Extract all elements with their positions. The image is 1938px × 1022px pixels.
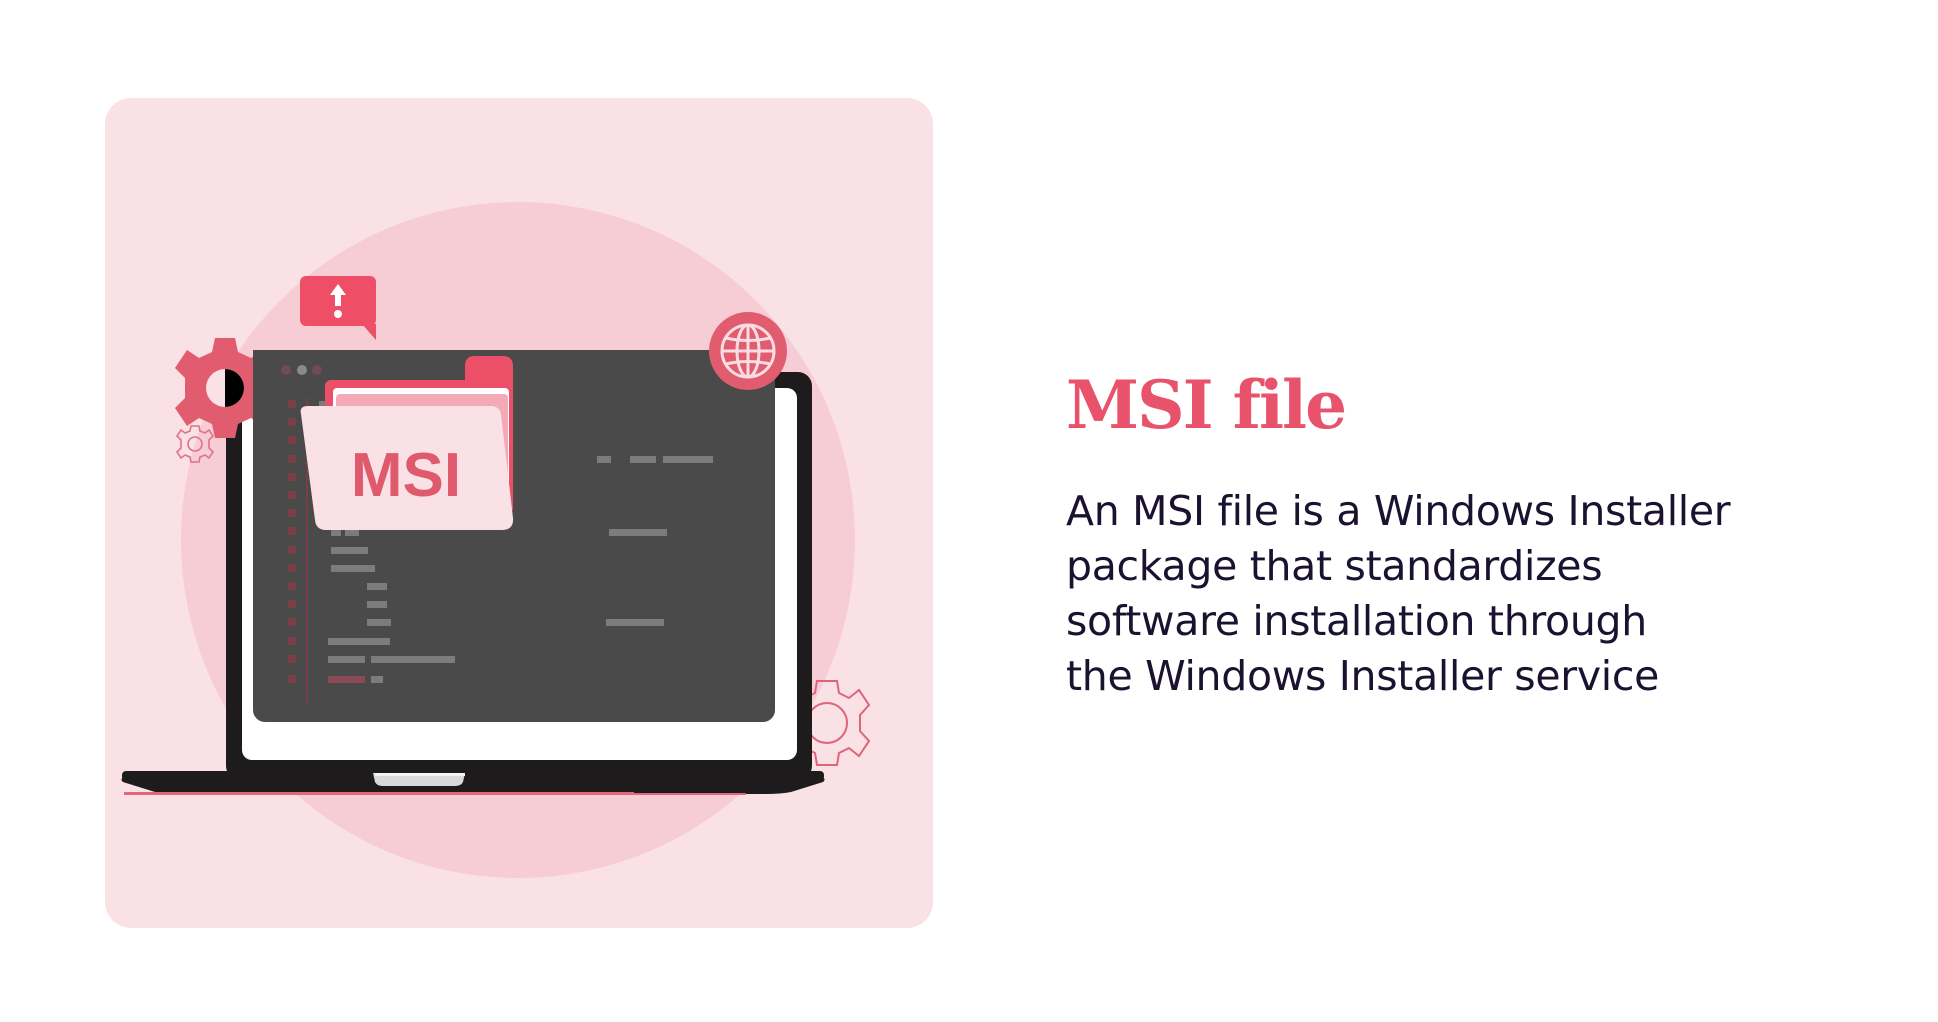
upload-alert-bubble-icon: [300, 276, 376, 340]
small-gear-outline-icon: [175, 425, 215, 463]
folder-icon: MSI: [300, 356, 514, 530]
description-text: An MSI file is a Windows Installer packa…: [1066, 484, 1886, 704]
folder-label: MSI: [351, 441, 461, 510]
window-dot-max: [312, 365, 322, 375]
description-block: MSI file An MSI file is a Windows Instal…: [1066, 372, 1886, 745]
page-title: MSI file: [1066, 366, 1347, 444]
description-line: software installation through: [1066, 597, 1647, 645]
window-dot-min: [297, 365, 307, 375]
illustration-card: MSI: [105, 98, 933, 928]
gear-icon: [175, 338, 275, 438]
description-line: An MSI file is a Windows Installer: [1066, 487, 1731, 535]
line-number-markers: [288, 400, 296, 683]
window-dot-close: [281, 365, 291, 375]
description-line: package that standardizes: [1066, 542, 1603, 590]
msi-laptop-illustration: MSI: [121, 202, 871, 878]
laptop-base: [121, 778, 825, 794]
laptop-notch: [373, 773, 465, 786]
globe-icon: [709, 312, 787, 390]
description-line: the Windows Installer service: [1066, 652, 1660, 700]
